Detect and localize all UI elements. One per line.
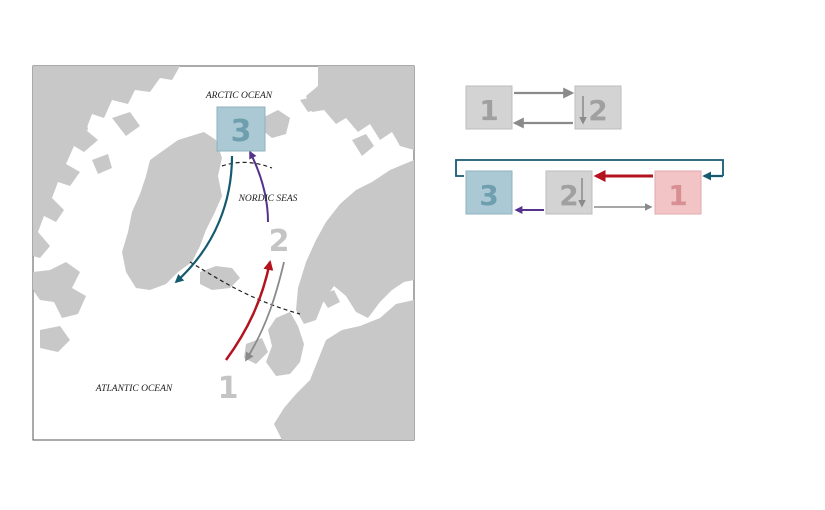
greenland-land <box>122 132 222 290</box>
bottom-box-3-label: 3 <box>479 179 498 212</box>
top-box-2-label: 2 <box>588 94 607 127</box>
schematic-three-box: 3 2 1 <box>455 159 724 215</box>
bottom-box-3 <box>465 170 513 215</box>
greenland-scotland-ridge-line <box>189 261 301 315</box>
label-arctic-ocean: ARCTIC OCEAN <box>205 91 273 101</box>
great-britain-land <box>266 312 304 376</box>
land-masses <box>33 66 414 440</box>
east-greenland-current-arrow <box>174 155 234 284</box>
top-box-1 <box>465 85 513 130</box>
map-box-3 <box>216 106 266 152</box>
northward-arctic-arrow <box>249 150 269 223</box>
labrador-land <box>33 262 86 318</box>
svalbard-land <box>262 110 290 138</box>
bracket-connector <box>455 159 724 177</box>
overflow-return-arrow <box>245 261 285 362</box>
denmark-land <box>320 290 340 308</box>
bottom-box-1 <box>654 170 702 215</box>
bottom-box-1-label: 1 <box>668 179 687 212</box>
novaya-zemlya-land <box>352 134 374 156</box>
north-america-land <box>33 66 180 258</box>
label-nordic-seas: NORDIC SEAS <box>238 194 298 204</box>
schematic-two-box: 1 2 <box>465 85 622 130</box>
label-atlantic-ocean: ATLANTIC OCEAN <box>95 384 173 394</box>
map-number-2: 2 <box>269 224 290 259</box>
map-panel: 3 2 1 ARCTIC OCEAN NORDIC SEAS ATLANTIC … <box>32 65 415 441</box>
map-box-3-label: 3 <box>231 114 252 149</box>
top-box-1-label: 1 <box>479 94 498 127</box>
bottom-box-2-label: 2 <box>559 179 578 212</box>
atlantic-inflow-arrow <box>224 260 274 361</box>
scandinavia-land <box>296 160 414 324</box>
newfoundland-land <box>40 326 70 352</box>
map-number-1: 1 <box>218 371 239 406</box>
siberia-land <box>306 66 414 150</box>
europe-land <box>274 300 414 440</box>
arctic-islands <box>70 112 140 174</box>
iceland-land <box>200 266 240 290</box>
